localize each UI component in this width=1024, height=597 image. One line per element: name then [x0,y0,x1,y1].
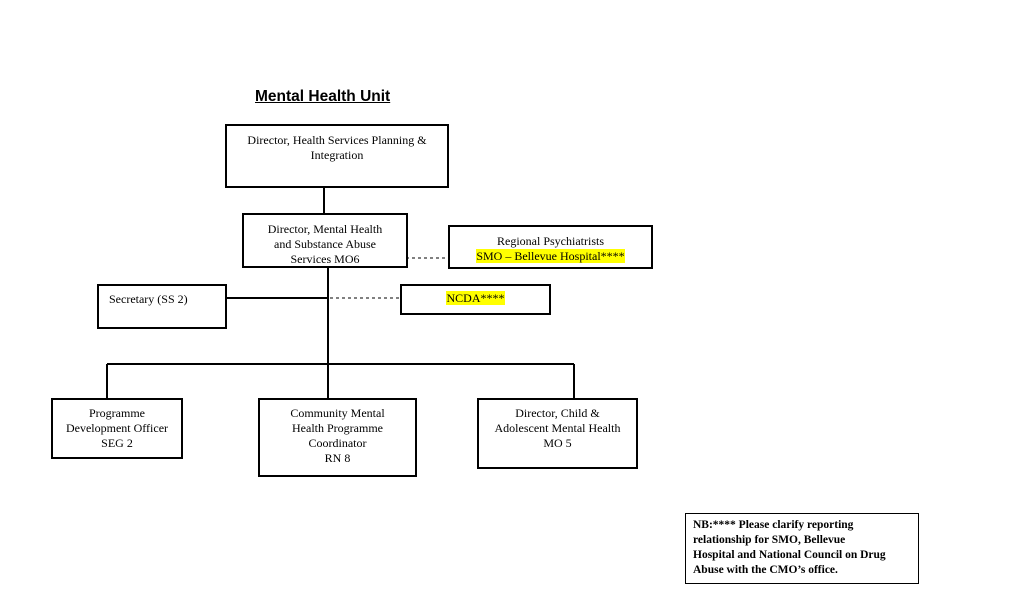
box-community-coordinator: Community Mental Health Programme Coordi… [258,398,417,477]
box-text: Integration [310,148,364,162]
box-text: Director, Child & [515,406,600,420]
box-text: MO 5 [543,436,572,450]
box-text: Programme [89,406,145,420]
box-text: Coordinator [308,436,367,450]
page-title: Mental Health Unit [255,88,391,105]
box-text: Adolescent Mental Health [494,421,621,435]
highlighted-text: NCDA**** [446,291,505,305]
box-text: Regional Psychiatrists [497,234,604,248]
box-director-mental-health: Director, Mental Health and Substance Ab… [242,213,408,268]
box-text: RN 8 [324,451,351,465]
box-text: Services MO6 [290,252,360,266]
box-text: Development Officer [65,421,169,435]
box-programme-dev-officer: Programme Development Officer SEG 2 [51,398,183,459]
note-text: Hospital and National Council on Drug [693,549,886,561]
box-text: Director, Health Services Planning & [247,133,427,147]
note-text: Abuse with the CMO’s office. [693,564,838,576]
box-regional-psychiatrists: Regional Psychiatrists SMO – Bellevue Ho… [448,225,653,269]
box-secretary: Secretary (SS 2) [97,284,227,329]
box-ncda: NCDA**** [400,284,551,315]
box-text: Director, Mental Health [267,222,383,236]
highlighted-text: SMO – Bellevue Hospital**** [476,249,625,263]
note-text: NB:**** Please clarify reporting [693,519,854,531]
nb-note: NB:**** Please clarify reporting relatio… [685,513,919,584]
box-director-planning: Director, Health Services Planning & Int… [225,124,449,188]
box-director-child: Director, Child & Adolescent Mental Heal… [477,398,638,469]
box-text: Community Mental [290,406,385,420]
box-text: Health Programme [292,421,383,435]
box-text: SEG 2 [101,436,133,450]
box-text: and Substance Abuse [274,237,376,251]
box-text: Secretary (SS 2) [109,292,188,306]
note-text: relationship for SMO, Bellevue [693,534,846,546]
